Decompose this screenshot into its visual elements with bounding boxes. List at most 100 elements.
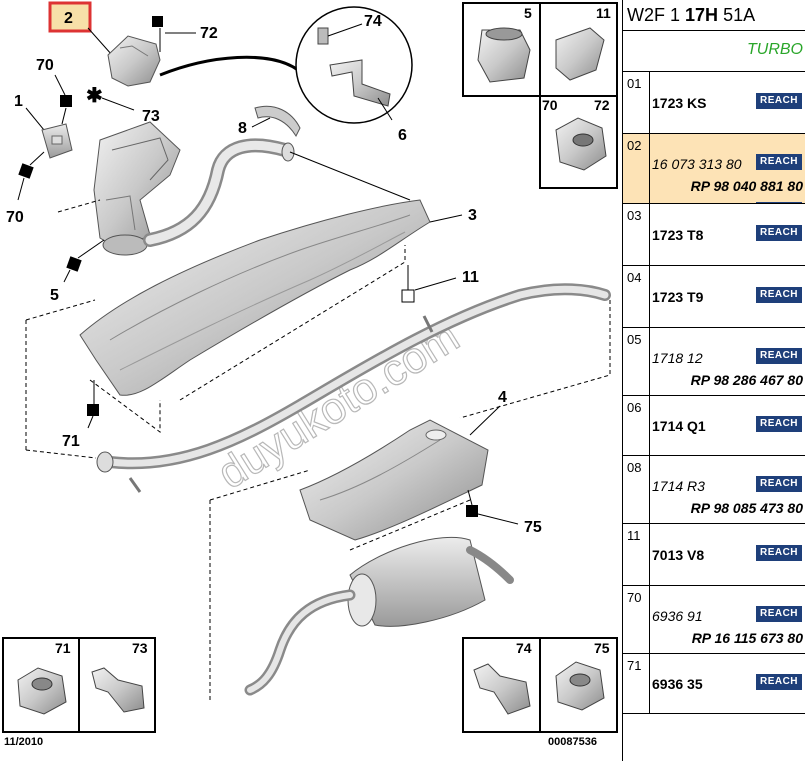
header-bold: 17H: [685, 5, 719, 25]
callout-8: 8: [238, 120, 247, 137]
parts-row[interactable]: 04 1723 T9 REACH: [623, 266, 805, 328]
callout-2-box[interactable]: [48, 1, 92, 33]
reach-badge[interactable]: REACH: [756, 416, 802, 432]
callout-72: 72: [200, 25, 218, 42]
rear-muffler[interactable]: [244, 536, 514, 696]
row-code: 02: [627, 138, 642, 153]
callout-11: 11: [462, 269, 479, 286]
square-marker-71: [87, 404, 99, 416]
inset-label-11: 11: [596, 5, 611, 21]
square-marker-75: [466, 505, 478, 517]
inset-label-72: 72: [594, 97, 610, 113]
part-ref: 16 073 313 80: [652, 156, 742, 172]
bolt-icon: [91, 667, 145, 713]
row-code: 71: [627, 658, 642, 673]
parts-row[interactable]: 01 1723 KS REACH: [623, 72, 805, 134]
reach-badge[interactable]: REACH: [756, 476, 802, 492]
inset-label-75: 75: [594, 640, 610, 656]
header-suffix: 51A: [723, 5, 756, 25]
reach-badge[interactable]: REACH: [756, 225, 802, 241]
flange-nut-icon: [17, 667, 67, 715]
reach-badge[interactable]: REACH: [756, 674, 802, 690]
parts-row[interactable]: 71 6936 35 REACH: [623, 654, 805, 714]
part-ref: 1723 T9: [652, 289, 704, 305]
reach-badge[interactable]: REACH: [756, 154, 802, 170]
replacement-ref: RP 98 085 473 80: [690, 500, 803, 516]
reach-badge[interactable]: REACH: [756, 606, 802, 622]
row-code: 04: [627, 270, 642, 285]
heat-shield-upper[interactable]: [107, 35, 161, 87]
callout-5: 5: [50, 287, 59, 304]
clip-icon: [555, 27, 605, 81]
footer-date: 11/2010: [4, 736, 43, 748]
callout-1: 1: [14, 93, 23, 110]
inset-label-5: 5: [524, 5, 532, 21]
dashed-guides: [25, 199, 611, 700]
parts-row[interactable]: 08 1714 R3 REACH RP 98 085 473 80: [623, 456, 805, 524]
square-marker-70-left: [18, 163, 34, 179]
row-code: 70: [627, 590, 642, 605]
reach-badge[interactable]: REACH: [756, 93, 802, 109]
parts-list-panel: W2F 1 17H 51A TURBO 01 1723 KS REACH 02 16 0…: [622, 0, 805, 761]
bracket-8[interactable]: [254, 105, 301, 138]
exhaust-parts-diagram: duyukoto.com 2 72 70 ✱ 73 1 70 8: [2, 1, 618, 748]
catalytic-converter[interactable]: [93, 121, 181, 256]
part-ref: 6936 35: [652, 676, 703, 692]
heat-shield-4[interactable]: [299, 419, 489, 541]
reach-badge[interactable]: REACH: [756, 348, 802, 364]
callout-70-left: 70: [6, 209, 24, 226]
square-marker-5: [66, 256, 82, 272]
panel-header: W2F 1 17H 51A: [623, 0, 805, 31]
part-ref: 1714 R3: [652, 478, 705, 494]
row-code: 01: [627, 76, 642, 91]
parts-row[interactable]: 11 7013 V8 REACH: [623, 524, 805, 586]
heat-shield-3[interactable]: [79, 199, 431, 396]
callout-4: 4: [498, 389, 507, 406]
header-prefix: W2F 1: [627, 5, 681, 25]
callout-6: 6: [398, 127, 407, 144]
part-ref: 6936 91: [652, 608, 703, 624]
row-code: 11: [627, 528, 641, 543]
reach-badge[interactable]: REACH: [756, 545, 802, 561]
inset-label-73: 73: [132, 640, 148, 656]
callout-3: 3: [468, 207, 477, 224]
callout-73: 73: [142, 108, 160, 125]
rubber-mount-1[interactable]: [41, 123, 73, 159]
replacement-ref: RP 98 040 881 80: [690, 178, 803, 194]
nut-icon: [477, 29, 531, 83]
callout-2: 2: [64, 10, 73, 27]
inset-label-74: 74: [516, 640, 532, 656]
detail-circle-bracket: [295, 6, 413, 124]
part-ref: 7013 V8: [652, 547, 705, 563]
intermediate-pipe[interactable]: [96, 283, 611, 493]
row-code: 06: [627, 400, 642, 415]
inset-label-71: 71: [55, 640, 71, 656]
row-code: 08: [627, 460, 642, 475]
engine-label: TURBO: [747, 41, 803, 58]
callout-75: 75: [524, 519, 542, 536]
inset-fasteners-top: 5 11 70 72: [462, 2, 618, 189]
inset-label-70: 70: [542, 97, 558, 113]
part-ref: 1723 T8: [652, 227, 704, 243]
square-marker-72: [152, 16, 163, 27]
star-marker-73: ✱: [86, 85, 103, 107]
row-code: 03: [627, 208, 642, 223]
parts-row[interactable]: 03 1723 T8 REACH: [623, 204, 805, 266]
bolt-icon: [473, 663, 531, 715]
inset-fasteners-bottom-right: 74 75: [462, 637, 618, 733]
parts-rows: 01 1723 KS REACH 02 16 073 313 80 REACH RP 98 …: [623, 72, 805, 714]
front-pipe[interactable]: [143, 138, 411, 247]
reach-badge[interactable]: REACH: [756, 287, 802, 303]
inset-fasteners-bottom-left: 71 73: [2, 637, 156, 733]
replacement-ref: RP 98 286 467 80: [690, 372, 803, 388]
footer-ref: 00087536: [548, 736, 597, 748]
part-ref: 1723 KS: [652, 95, 707, 111]
engine-label-row: TURBO: [623, 31, 805, 72]
square-marker-11: [401, 289, 415, 303]
part-ref: 1718 12: [652, 350, 703, 366]
reach-badge[interactable]: REACH: [756, 202, 802, 203]
